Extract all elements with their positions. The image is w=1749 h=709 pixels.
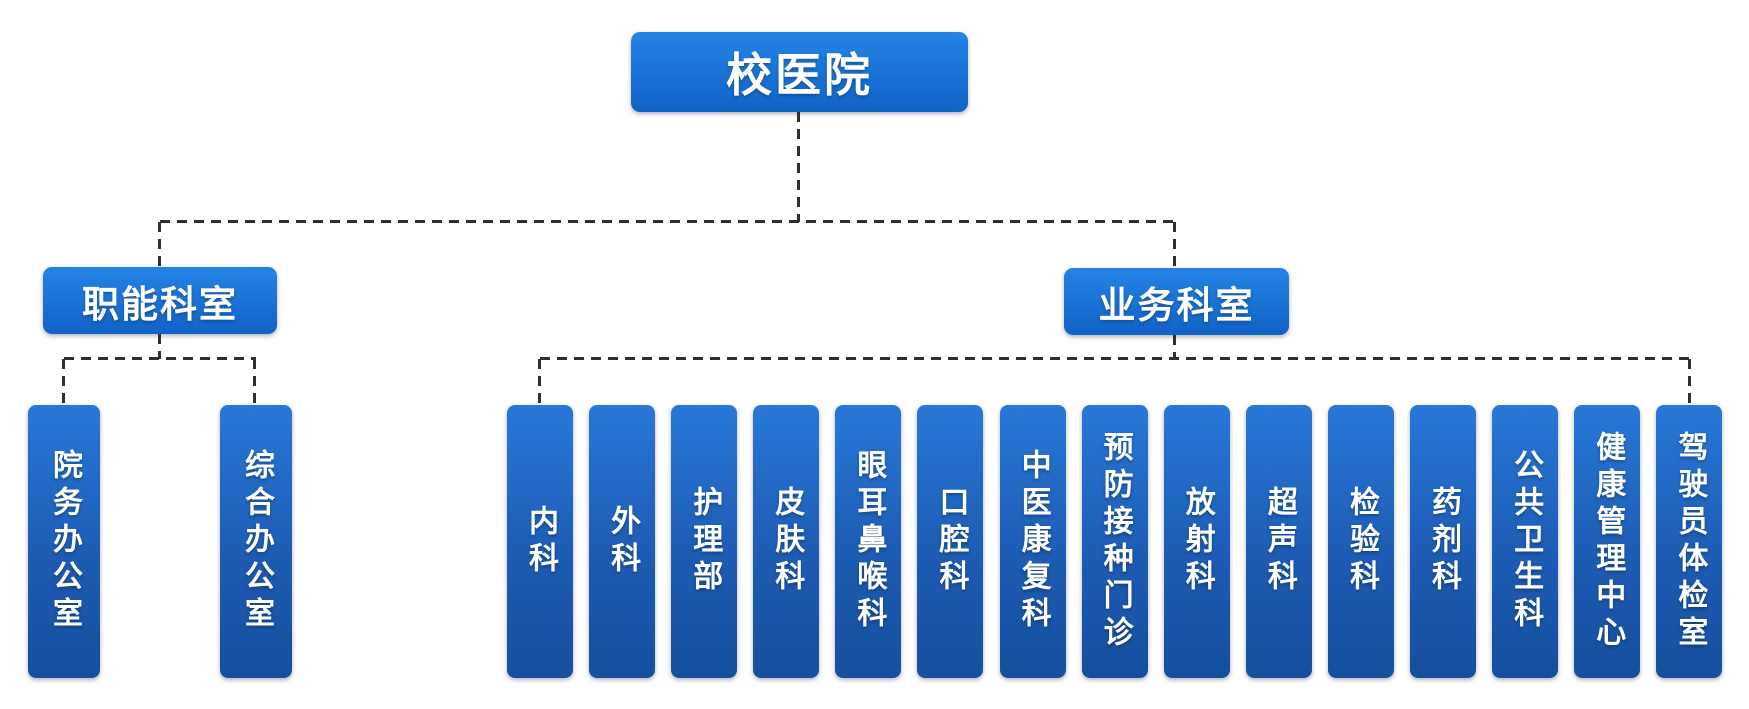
department-label: 公共卫生科	[1508, 449, 1544, 634]
department-box: 眼耳鼻喉科	[835, 405, 902, 678]
department-box: 超声科	[1245, 405, 1312, 678]
department-box: 综合办公室	[220, 405, 292, 678]
department-box: 皮肤科	[753, 405, 820, 678]
connector-stub-functional	[158, 222, 161, 268]
department-label: 检验科	[1343, 486, 1379, 597]
connector-root-riser	[797, 112, 800, 222]
connector-business-rail	[540, 357, 1691, 360]
connector-business-riser	[1173, 335, 1176, 359]
branch-node-business-depts: 业务科室	[1064, 268, 1289, 335]
department-box: 健康管理中心	[1574, 405, 1641, 678]
connector-stub-dept-right-1	[538, 359, 541, 405]
department-label: 外科	[605, 504, 641, 579]
department-label: 眼耳鼻喉科	[851, 449, 887, 634]
connector-functional-riser	[158, 334, 161, 359]
department-box: 药剂科	[1410, 405, 1477, 678]
connector-stub-dept-left-2	[253, 359, 256, 405]
department-label: 院务办公室	[47, 449, 82, 634]
branch-node-functional-depts: 职能科室	[43, 267, 277, 334]
department-box: 院务办公室	[28, 405, 100, 678]
department-box: 驾驶员体检室	[1656, 405, 1723, 678]
department-box: 口腔科	[917, 405, 984, 678]
department-box: 护理部	[671, 405, 738, 678]
department-label: 口腔科	[933, 486, 969, 597]
connector-functional-rail	[64, 357, 256, 360]
department-box: 外科	[589, 405, 656, 678]
department-box: 预防接种门诊	[1081, 405, 1148, 678]
department-label: 内科	[523, 504, 558, 579]
department-box: 中医康复科	[999, 405, 1066, 678]
department-box: 公共卫生科	[1492, 405, 1559, 678]
department-label: 综合办公室	[239, 449, 274, 634]
business-departments-group: 内科外科 护理部 皮肤科 眼耳鼻喉科 口腔科 中医康复科 预防接种门诊 放射科 超声科 检验科 药剂…	[507, 405, 1723, 678]
connector-stub-dept-left-1	[62, 359, 65, 405]
department-label: 预防接种门诊	[1097, 430, 1133, 653]
department-label: 健康管理中心	[1590, 430, 1626, 653]
department-box: 检验科	[1327, 405, 1394, 678]
department-label: 中医康复科	[1015, 449, 1051, 634]
department-label: 超声科	[1261, 486, 1297, 597]
connector-stub-dept-right-15	[1688, 359, 1691, 405]
department-label: 驾驶员体检室	[1672, 430, 1708, 653]
department-label: 药剂科	[1426, 486, 1462, 597]
functional-departments-group: 院务办公室 综合办公室	[28, 405, 292, 678]
department-box: 内科	[507, 405, 573, 678]
department-label: 皮肤科	[769, 486, 805, 597]
root-node-hospital: 校医院	[631, 32, 968, 112]
connector-stub-business	[1173, 222, 1176, 268]
department-label: 放射科	[1179, 486, 1215, 597]
department-label: 护理部	[687, 486, 723, 597]
connector-level1-rail	[160, 220, 1176, 223]
department-box: 放射科	[1163, 405, 1230, 678]
